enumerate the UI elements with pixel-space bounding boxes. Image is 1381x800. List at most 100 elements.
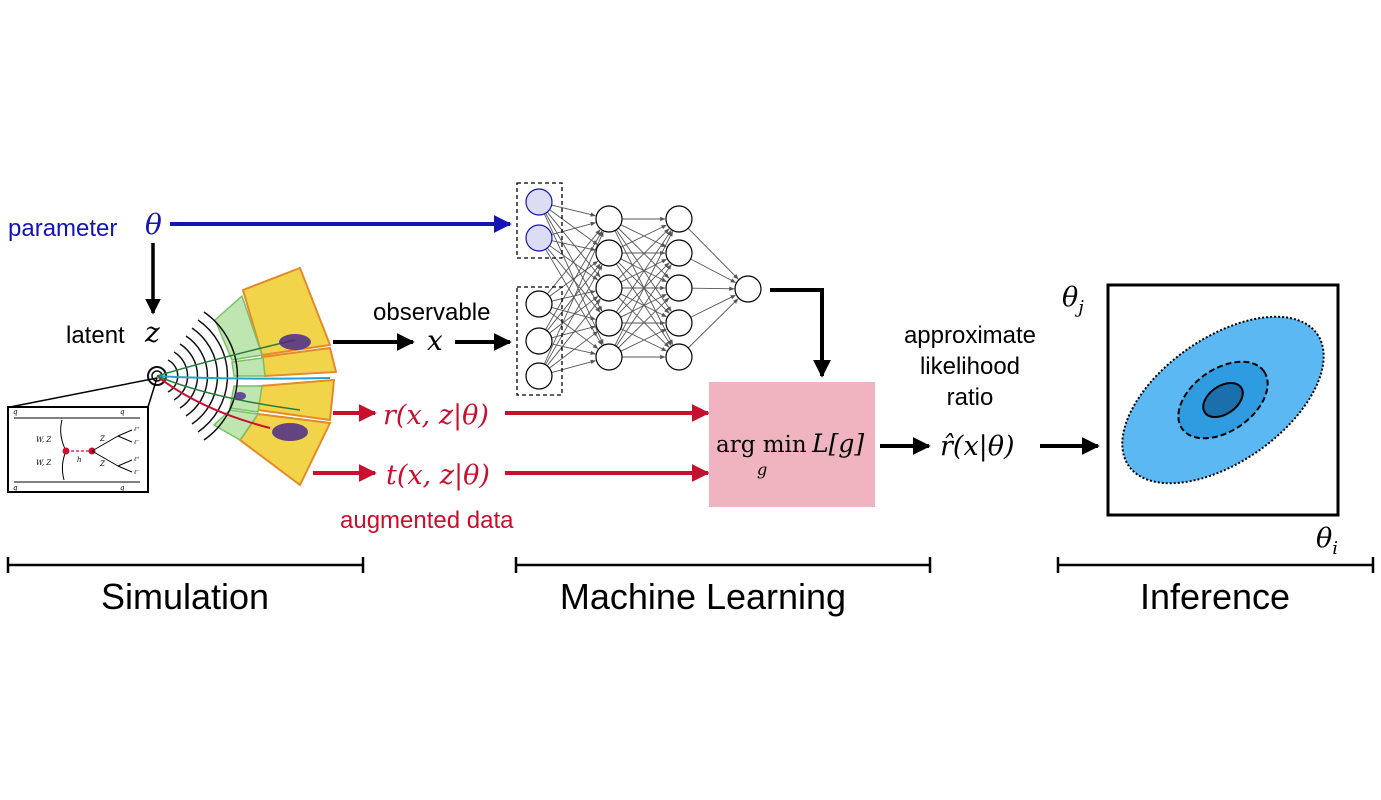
feynman-label-q3: q bbox=[13, 484, 18, 492]
feynman-label-q1: q bbox=[13, 408, 18, 416]
nn-parameter-input-node bbox=[525, 224, 553, 252]
inference-x-axis-label: θ bbox=[1316, 523, 1332, 554]
nn-edge bbox=[546, 229, 601, 295]
inference-plot bbox=[1106, 283, 1340, 517]
feynman-label-z2: Z bbox=[99, 460, 105, 468]
nn-edge bbox=[620, 258, 667, 283]
nn-output-node bbox=[734, 275, 762, 303]
feynman-label-q2: q bbox=[120, 408, 125, 416]
nn-edge bbox=[690, 294, 736, 318]
feynman-label-l1: ℓ⁺ bbox=[134, 426, 140, 433]
nn-edge bbox=[615, 230, 672, 313]
nn-observable-input-box bbox=[516, 286, 563, 396]
output-label-line-3: ratio bbox=[947, 384, 994, 411]
nn-edge bbox=[551, 204, 596, 217]
nn-edge bbox=[551, 221, 597, 236]
section-ruler-simulation bbox=[6, 557, 365, 573]
nn-observable-input-node bbox=[525, 290, 553, 318]
nn-hidden-node bbox=[665, 239, 693, 267]
output-symbol: r̂(x|θ) bbox=[940, 431, 1015, 462]
nn-edge bbox=[543, 231, 604, 365]
nn-edge bbox=[617, 228, 670, 280]
feynman-label-l4: ℓ⁻ bbox=[134, 469, 140, 476]
parameter-symbol: θ bbox=[145, 208, 162, 241]
parameter-label: parameter bbox=[8, 215, 117, 242]
output-label-line-1: approximate bbox=[904, 322, 1036, 349]
nn-nodes bbox=[525, 188, 762, 390]
nn-edge bbox=[551, 290, 596, 302]
nn-edge bbox=[545, 230, 603, 330]
augmented-t: t(x, z|θ) bbox=[386, 460, 490, 491]
nn-edge bbox=[620, 328, 667, 352]
nn-edge bbox=[549, 245, 599, 281]
section-label-inference: Inference bbox=[1140, 576, 1290, 617]
section-ruler-inference bbox=[1056, 557, 1375, 573]
augmented-data-label: augmented data bbox=[340, 507, 514, 534]
feynman-label-q4: q bbox=[120, 484, 125, 492]
nn-edge bbox=[546, 298, 601, 367]
nn-hidden-node bbox=[665, 205, 693, 233]
nn-edge bbox=[551, 240, 596, 252]
nn-hidden-node bbox=[595, 205, 623, 233]
nn-hidden-node bbox=[595, 343, 623, 371]
observable-label: observable bbox=[373, 299, 490, 326]
nn-edge bbox=[620, 224, 667, 248]
nn-observable-input-node bbox=[525, 327, 553, 355]
nn-edge bbox=[615, 264, 672, 347]
nn-edge bbox=[617, 297, 670, 349]
nn-edge bbox=[549, 311, 599, 349]
nn-hidden-node bbox=[665, 274, 693, 302]
nn-edges bbox=[543, 204, 739, 374]
nn-hidden-node bbox=[665, 309, 693, 337]
feynman-label-l3: ℓ⁺ bbox=[134, 456, 140, 463]
nn-edge bbox=[690, 258, 737, 283]
inference-y-axis-label: θ bbox=[1062, 282, 1078, 313]
svg-text:θj: θj bbox=[1062, 282, 1084, 318]
feynman-label-z1: Z bbox=[99, 435, 105, 443]
nn-edge bbox=[615, 263, 672, 346]
nn-edge bbox=[691, 286, 735, 291]
contour-inner bbox=[1202, 381, 1244, 419]
feynman-label-wz2: W, Z bbox=[36, 459, 51, 467]
nn-parameter-input-node bbox=[525, 188, 553, 216]
latent-label: latent bbox=[66, 322, 125, 349]
nn-edge bbox=[549, 260, 599, 297]
network-to-loss-arrow bbox=[770, 288, 831, 378]
feynman-box bbox=[7, 406, 149, 493]
latent-symbol: z bbox=[144, 316, 160, 349]
nn-edge bbox=[545, 264, 603, 365]
nn-hidden-node bbox=[665, 343, 693, 371]
loss-argmin: arg min bbox=[716, 432, 807, 458]
svg-text:θi: θi bbox=[1316, 523, 1338, 559]
feynman-inset: q q q q W, Z W, Z h Z Z ℓ⁺ ℓ⁻ ℓ⁺ ℓ⁻ bbox=[7, 377, 158, 493]
feynman-label-h: h bbox=[77, 456, 82, 464]
neural-network bbox=[516, 182, 762, 396]
nn-edge bbox=[614, 231, 674, 346]
loss-box bbox=[709, 382, 875, 507]
nn-edge bbox=[549, 209, 599, 246]
nn-hidden-node bbox=[595, 239, 623, 267]
nn-edge bbox=[549, 331, 599, 369]
inference-x-axis-subscript: i bbox=[1332, 538, 1338, 559]
loss-subscript: g bbox=[757, 460, 767, 479]
section-ruler-machine-learning bbox=[514, 557, 932, 573]
nn-param-input-box bbox=[516, 182, 563, 259]
loss-expression: L[g] bbox=[811, 429, 864, 458]
nn-edge bbox=[687, 298, 739, 349]
nn-edge bbox=[551, 359, 597, 374]
detector-illustration bbox=[147, 266, 338, 487]
nn-edge bbox=[687, 227, 739, 280]
section-label-machine-learning: Machine Learning bbox=[560, 576, 846, 617]
section-label-simulation: Simulation bbox=[101, 576, 269, 617]
augmented-r: r(x, z|θ) bbox=[383, 400, 489, 431]
inference-y-axis-subscript: j bbox=[1074, 297, 1084, 318]
feynman-label-wz1: W, Z bbox=[36, 436, 51, 444]
output-label-line-2: likelihood bbox=[920, 353, 1020, 380]
nn-hidden-node bbox=[595, 274, 623, 302]
nn-hidden-node bbox=[595, 309, 623, 337]
observable-symbol: x bbox=[427, 324, 443, 357]
nn-edge bbox=[546, 211, 601, 278]
nn-edge bbox=[551, 343, 596, 355]
nn-observable-input-node bbox=[525, 362, 553, 390]
